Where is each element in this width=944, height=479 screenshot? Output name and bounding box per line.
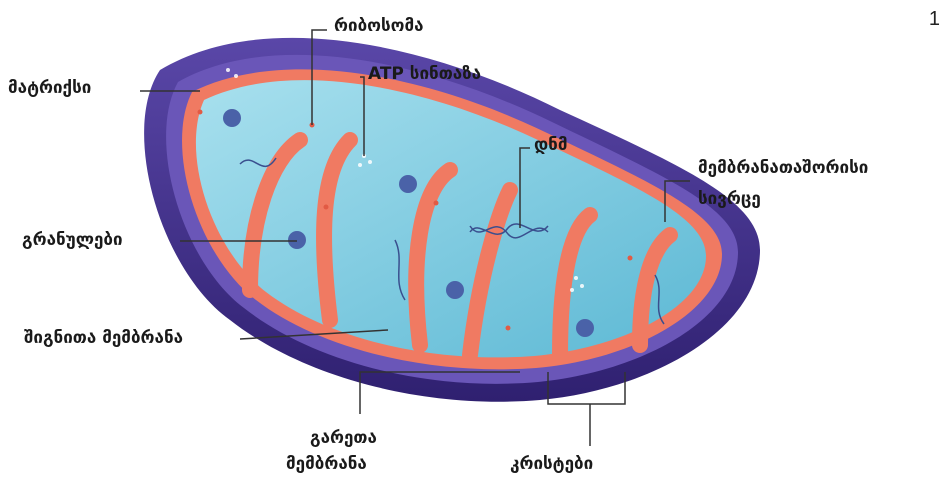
- atp-dot: [570, 288, 574, 292]
- label-inner-membrane: შიგნითა მემბრანა: [24, 330, 183, 347]
- label-granules: გრანულები: [22, 232, 123, 249]
- label-cristae: კრისტები: [510, 456, 593, 473]
- atp-dot: [574, 276, 578, 280]
- ribosome-dot: [434, 201, 439, 206]
- label-intermembrane-line2: სივრცე: [698, 191, 761, 208]
- atp-dot: [580, 284, 584, 288]
- atp-dot: [358, 163, 362, 167]
- page-number: 1: [929, 8, 940, 31]
- label-outer-membrane-line1: გარეთა: [310, 430, 377, 447]
- ribosome-dot: [198, 110, 203, 115]
- atp-dot: [368, 160, 372, 164]
- granule: [399, 175, 417, 193]
- label-atp-synthase: ATP სინთაზა: [368, 66, 481, 83]
- atp-dot: [226, 68, 230, 72]
- granule: [223, 109, 241, 127]
- label-ribosome: რიბოსომა: [334, 18, 424, 35]
- label-dna: დნმ: [534, 137, 568, 154]
- ribosome-dot: [324, 205, 329, 210]
- label-matrix: მატრიქსი: [8, 80, 91, 97]
- granule: [446, 281, 464, 299]
- label-outer-membrane-line2: მემბრანა: [286, 456, 367, 473]
- granule: [288, 231, 306, 249]
- atp-dot: [234, 74, 238, 78]
- ribosome-dot: [628, 256, 633, 261]
- granule: [576, 319, 594, 337]
- ribosome-dot: [506, 326, 511, 331]
- label-intermembrane-line1: მემბრანათაშორისი: [698, 160, 868, 177]
